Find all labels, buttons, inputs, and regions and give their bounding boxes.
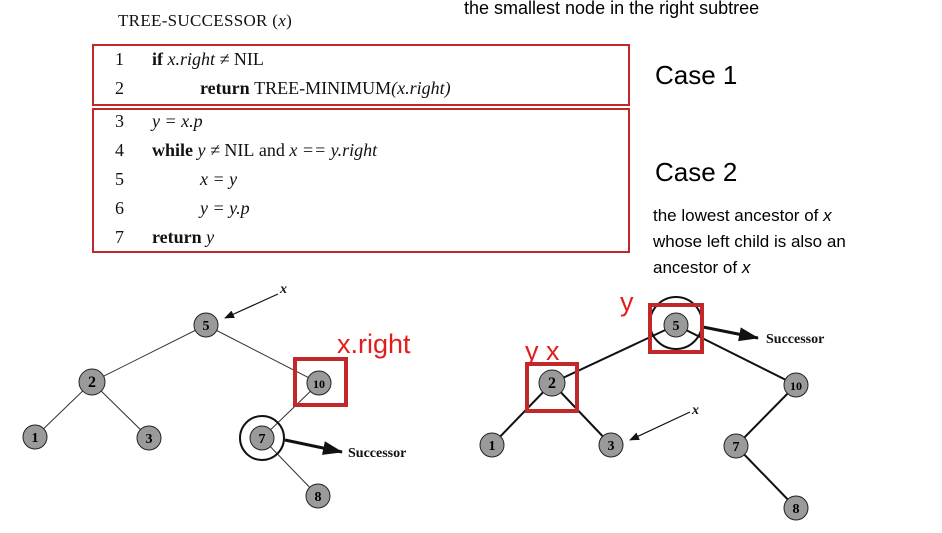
case2-description: the lowest ancestor of x whose left chil… [653, 206, 846, 277]
tree-node-3: 3 [136, 425, 162, 451]
tree-node-5: 5 [193, 312, 219, 338]
right-x-pointer-label: x [691, 403, 699, 418]
case1-code-box [92, 44, 630, 106]
edge-5-10 [205, 324, 320, 384]
edge-2-1 [491, 382, 553, 446]
x-right-label: x.right [337, 329, 411, 359]
right-successor-label: Successor [766, 332, 824, 347]
tree-node-2: 2 [538, 369, 566, 397]
code-text: x = y [200, 169, 238, 189]
svg-text:8: 8 [315, 490, 322, 505]
edge-10-7 [261, 382, 320, 439]
svg-text:5: 5 [673, 319, 680, 334]
left-x-pointer-arrow [224, 293, 279, 319]
procedure-title: TREE-SUCCESSOR (x) [118, 11, 292, 31]
left-successor-label: Successor [348, 446, 406, 461]
right-tree-edges [491, 324, 797, 509]
svg-text:5: 5 [203, 319, 210, 334]
svg-text:2: 2 [88, 374, 96, 391]
code-text: while y ≠ NIL and x == y.right [152, 140, 378, 160]
line-number: 4 [115, 140, 124, 160]
tree-node-7: 7 [249, 425, 275, 451]
svg-text:10: 10 [790, 379, 802, 393]
svg-text:7: 7 [733, 440, 740, 455]
code-text: y = y.p [200, 198, 250, 218]
code-text: y = x.p [152, 111, 203, 131]
edge-7-8 [261, 437, 319, 497]
left-tree: x 5 2 10 1 3 7 8 Successor x.right [22, 282, 411, 509]
tree-node-5: 5 [663, 312, 689, 338]
left-successor-arrow [284, 438, 343, 455]
tree-node-10: 10 [783, 372, 809, 398]
edge-2-3 [551, 382, 612, 446]
tree-node-8: 8 [783, 495, 809, 521]
left-x-pointer-label: x [279, 282, 287, 297]
tree-node-1: 1 [22, 424, 48, 450]
edge-5-2 [91, 324, 207, 383]
code-text: return y [152, 227, 215, 247]
procedure-name: TREE-SUCCESSOR [118, 11, 268, 30]
left-tree-edges [34, 324, 320, 497]
svg-text:3: 3 [608, 439, 615, 454]
svg-text:7: 7 [259, 432, 266, 447]
tree-node-3: 3 [598, 432, 624, 458]
right-tree-nodes: 5 2 10 1 3 7 8 [479, 312, 809, 521]
tree-node-1: 1 [479, 432, 505, 458]
svg-text:2: 2 [548, 375, 556, 392]
line-number: 1 [115, 49, 124, 69]
edge-5-10 [675, 324, 797, 386]
svg-text:8: 8 [793, 502, 800, 517]
left-tree-nodes: 5 2 10 1 3 7 8 [22, 312, 332, 509]
code-text: if x.right ≠ NIL [152, 49, 264, 69]
edge-5-2 [551, 324, 677, 384]
line-number: 6 [115, 198, 124, 218]
case2-title: Case 2 [655, 157, 738, 187]
right-x-pointer-arrow [629, 411, 691, 441]
right-tree: x 5 2 10 1 3 7 8 Successor y y x [479, 287, 824, 521]
svg-text:1: 1 [32, 431, 39, 446]
edge-7-8 [735, 445, 797, 509]
procedure-param-close: ) [286, 11, 293, 30]
svg-text:1: 1 [489, 439, 496, 454]
procedure-param-open: ( [272, 11, 279, 30]
tree-node-7: 7 [723, 433, 749, 459]
tree-node-2: 2 [78, 368, 106, 396]
left-successor-ring [239, 415, 285, 461]
right-y-highlight [648, 303, 704, 354]
svg-text:10: 10 [313, 377, 325, 391]
tree-node-10: 10 [306, 370, 332, 396]
edge-10-7 [735, 384, 797, 447]
line-number: 2 [115, 78, 124, 98]
tree-node-8: 8 [305, 483, 331, 509]
svg-text:3: 3 [146, 432, 153, 447]
right-yx-highlight [525, 362, 579, 413]
line-number: 5 [115, 169, 124, 189]
line-number: 3 [115, 111, 124, 131]
left-x-right-highlight [293, 357, 348, 407]
caption: the smallest node in the right subtree [464, 0, 760, 18]
y-x-label: y x [525, 336, 560, 366]
line-number: 7 [115, 227, 124, 247]
case2-code-box [92, 108, 630, 253]
y-label: y [620, 287, 634, 317]
code-text: return TREE-MINIMUM(x.right) [200, 78, 451, 98]
procedure-param: x [278, 11, 287, 30]
case1-title: Case 1 [655, 60, 738, 90]
right-successor-arrow [702, 325, 759, 342]
